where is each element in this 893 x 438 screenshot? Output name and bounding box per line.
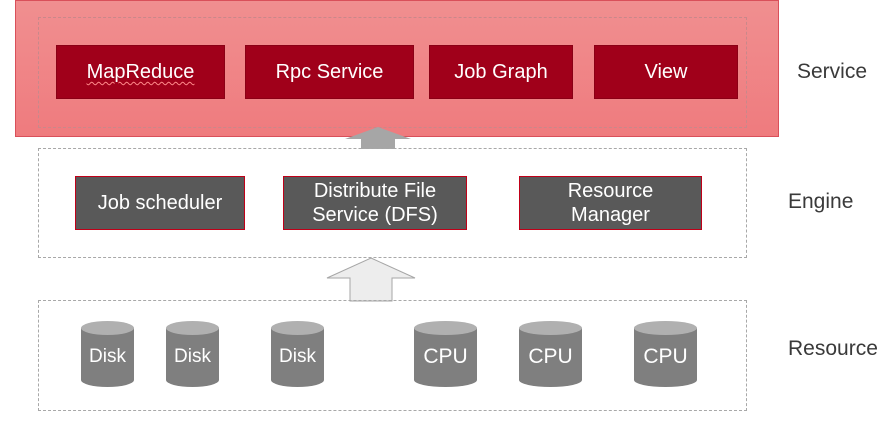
disk-cylinder: Disk xyxy=(166,321,219,387)
mapreduce-label: MapReduce xyxy=(86,61,195,83)
resource-manager-box: Resource Manager xyxy=(519,176,702,230)
cpu-label: CPU xyxy=(528,345,573,368)
dfs-label: Distribute File Service (DFS) xyxy=(312,180,438,226)
cpu-cylinder: CPU xyxy=(519,321,582,387)
service-layer-label: Service xyxy=(797,60,868,83)
disk-cylinder: Disk xyxy=(81,321,134,387)
rpc-service-box: Rpc Service xyxy=(245,45,414,99)
view-label: View xyxy=(644,61,688,83)
service-layer-frame xyxy=(38,17,747,128)
engine-layer-label: Engine xyxy=(788,190,854,213)
engine-layer-frame xyxy=(38,148,747,258)
resource-to-engine-arrow xyxy=(326,257,416,302)
job-graph-label: Job Graph xyxy=(454,61,548,83)
rpc-service-label: Rpc Service xyxy=(275,61,384,83)
view-box: View xyxy=(594,45,738,99)
disk-cylinder: Disk xyxy=(271,321,324,387)
resource-layer-label: Resource xyxy=(788,337,878,360)
dfs-box: Distribute File Service (DFS) xyxy=(283,176,467,230)
cpu-label: CPU xyxy=(643,345,688,368)
engine-to-service-arrow xyxy=(345,127,411,149)
mapreduce-box: MapReduce xyxy=(56,45,225,99)
cpu-cylinder: CPU xyxy=(414,321,477,387)
disk-label: Disk xyxy=(279,346,316,367)
resource-layer-frame xyxy=(38,300,747,411)
job-scheduler-box: Job scheduler xyxy=(75,176,245,230)
disk-label: Disk xyxy=(89,346,126,367)
job-graph-box: Job Graph xyxy=(429,45,573,99)
job-scheduler-label: Job scheduler xyxy=(97,192,223,214)
cpu-label: CPU xyxy=(423,345,468,368)
disk-label: Disk xyxy=(174,346,211,367)
cpu-cylinder: CPU xyxy=(634,321,697,387)
resource-manager-label: Resource Manager xyxy=(567,180,654,226)
